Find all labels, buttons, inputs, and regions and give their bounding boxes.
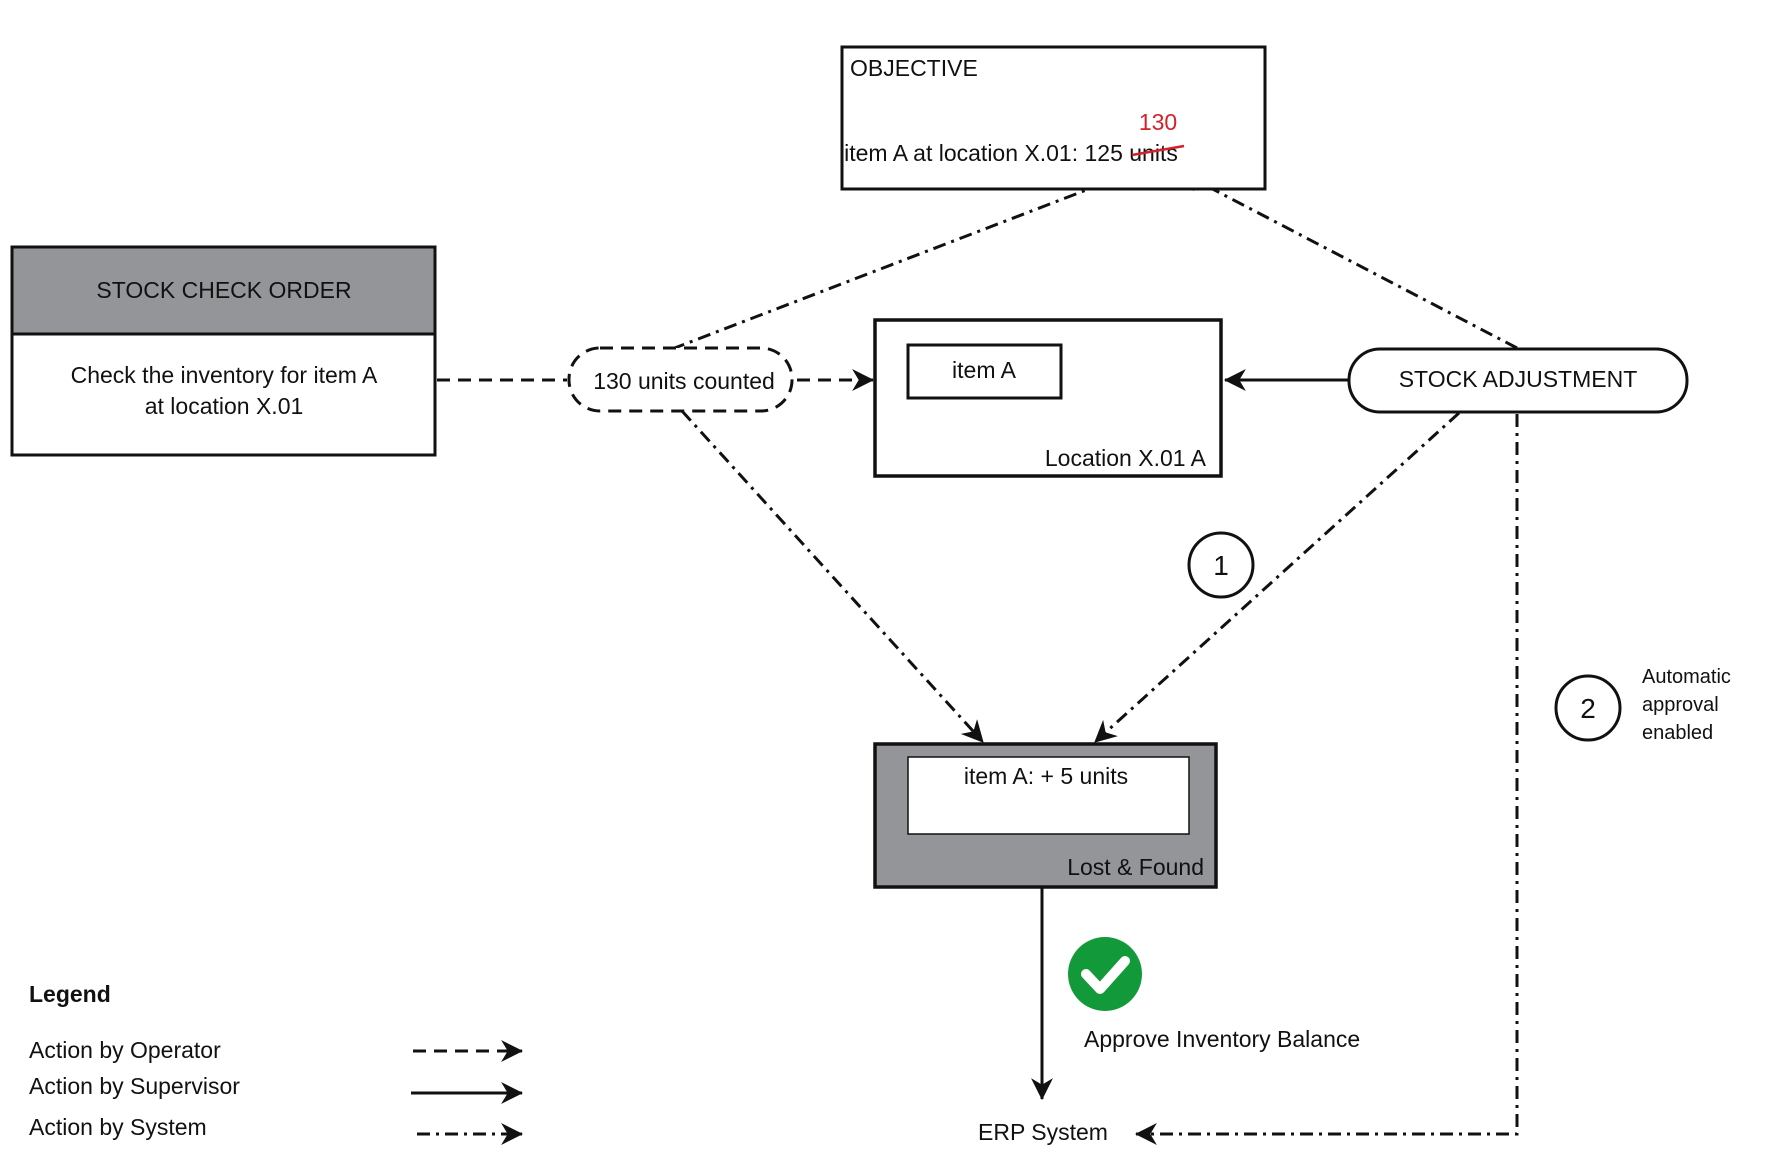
objective-new-value: 130 [1139,109,1177,135]
stock-check-order-line1: Check the inventory for item A [71,362,378,388]
objective-title: OBJECTIVE [850,55,978,81]
stock-check-order: STOCK CHECK ORDER Check the inventory fo… [10,245,437,457]
lost-found-label: Lost & Found [1067,854,1204,880]
system-arrow-adjustment-to-lost-found [1093,411,1461,744]
counted-bubble: 130 units counted [567,346,794,413]
objective-box: OBJECTIVE 130 item A at location X.01: 1… [840,45,1267,191]
system-arrow-adjustment-to-objective [1179,170,1518,350]
approve-check-icon [1068,937,1142,1011]
approve-label: Approve Inventory Balance [1084,1026,1360,1052]
step-1-label: 1 [1213,550,1229,581]
legend-item-operator: Action by Operator [29,1037,221,1063]
stock-check-order-line2: at location X.01 [145,393,304,419]
erp-label: ERP System [978,1119,1108,1145]
lost-found-box: item A: + 5 units Lost & Found [873,742,1218,889]
stock-adjustment-label: STOCK ADJUSTMENT [1399,366,1638,392]
objective-old-value: 125 [1085,140,1123,166]
legend-title: Legend [29,981,111,1007]
step-2-note: Automatic approval enabled [1642,666,1731,744]
step-1-marker: 1 [1187,531,1255,599]
step-2-note-line1: Automatic [1642,666,1731,688]
step-2-note-line3: enabled [1642,722,1713,744]
step-2-label: 2 [1580,693,1596,724]
connectors [437,166,1519,1145]
stock-check-order-header: STOCK CHECK ORDER [96,277,351,303]
lost-found-entry: item A: + 5 units [964,763,1128,789]
stock-adjustment: STOCK ADJUSTMENT [1347,347,1689,414]
legend-item-system: Action by System [29,1114,207,1140]
objective-line: item A at location X.01: 125 units [844,140,1178,166]
system-arrow-adjustment-to-erp [1134,414,1519,1145]
legend: Legend Action by Operator Action by Supe… [29,981,524,1145]
location-box: item A Location X.01 A [873,318,1223,478]
step-2-note-line2: approval [1642,694,1719,716]
legend-item-supervisor: Action by Supervisor [29,1073,240,1099]
objective-line-prefix: item A at location X.01: [844,140,1084,166]
step-2-marker: 2 [1554,674,1622,742]
counted-bubble-label: 130 units counted [593,368,775,394]
location-item-label: item A [952,357,1017,383]
system-arrow-count-to-lost-found [680,409,985,744]
location-label: Location X.01 A [1045,445,1207,471]
objective-strike-line [1131,144,1185,157]
